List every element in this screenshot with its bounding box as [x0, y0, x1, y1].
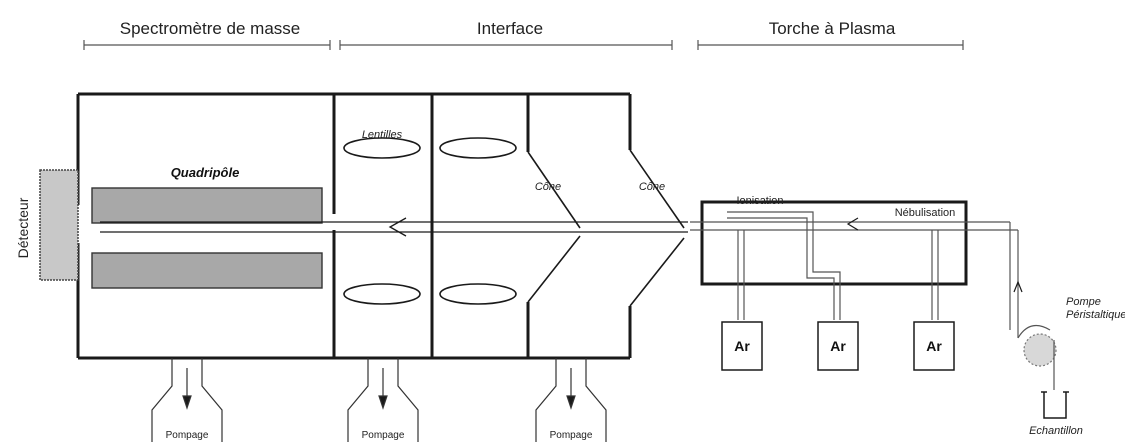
nebulisation-label: Nébulisation [895, 207, 956, 219]
cone-2-lower [629, 237, 685, 307]
pumping-stations [151, 358, 607, 442]
quadrupole-rod-top [91, 187, 323, 224]
detector-label: Détecteur [15, 197, 31, 258]
lenses-label: Lentilles [362, 129, 403, 141]
section-title-interface: Interface [477, 19, 543, 38]
cone-1-lower [527, 235, 581, 303]
argon-label-2: Ar [830, 338, 846, 354]
sample-beaker [1041, 391, 1069, 419]
torch-tubes [690, 211, 1019, 338]
peristaltic-pump-label-2: Péristaltique [1066, 309, 1125, 321]
cone-2-upper [629, 149, 685, 229]
quadrupole-rod-bottom [91, 252, 323, 289]
quadrupole-label: Quadripôle [171, 165, 240, 180]
section-title-plasma-torch: Torche à Plasma [769, 19, 896, 38]
cone-1-upper [527, 151, 581, 229]
argon-box-1 [721, 321, 763, 371]
lens-upper-2 [439, 137, 517, 159]
peristaltic-pump [1013, 280, 1057, 390]
cones [527, 149, 685, 307]
pumping-station-3 [535, 358, 607, 442]
argon-label-1: Ar [734, 338, 750, 354]
pumping-label-2: Pompage [362, 430, 405, 441]
detector-block [39, 169, 79, 281]
argon-box-3 [913, 321, 955, 371]
pumping-station-2 [347, 358, 419, 442]
argon-label-3: Ar [926, 338, 942, 354]
section-brackets [83, 40, 964, 50]
pumping-station-1 [151, 358, 223, 442]
lens-lower-1 [343, 283, 421, 305]
pumping-label-1: Pompage [166, 430, 209, 441]
section-title-mass-spectrometer: Spectromètre de masse [120, 19, 300, 38]
ion-beam-arrow [388, 217, 407, 237]
ionisation-label: Ionisation [736, 195, 783, 207]
sample-label: Echantillon [1029, 425, 1083, 437]
cone-label-1: Cône [535, 181, 561, 193]
pump-flow-arrow [1013, 280, 1023, 293]
peristaltic-pump-rotor [1023, 333, 1057, 367]
lens-lower-2 [439, 283, 517, 305]
nebulisation-arrow [846, 217, 859, 231]
ion-beam [100, 217, 688, 237]
argon-box-2 [817, 321, 859, 371]
lenses [343, 137, 517, 305]
lens-upper-1 [343, 137, 421, 159]
argon-supplies: Ar Ar Ar [721, 321, 955, 371]
cone-label-2: Cône [639, 181, 665, 193]
pumping-label-3: Pompage [550, 430, 593, 441]
vacuum-housing [76, 92, 632, 360]
peristaltic-pump-label-1: Pompe [1066, 296, 1101, 308]
